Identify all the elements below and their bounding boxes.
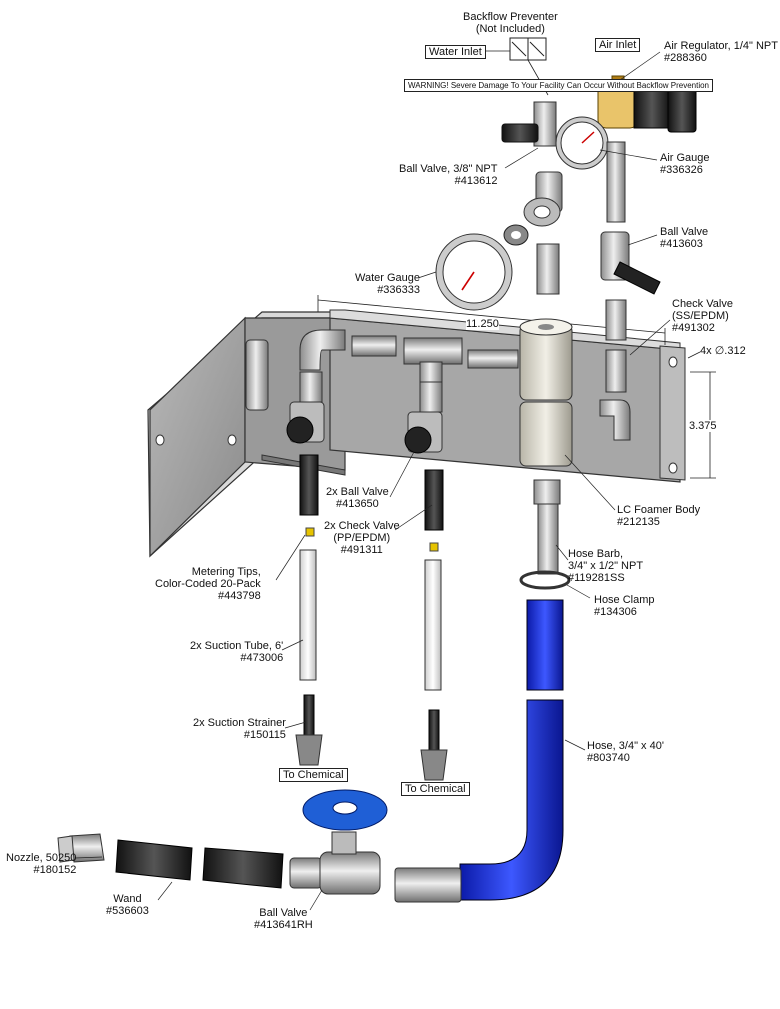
air-inlet-label: Air Inlet bbox=[595, 38, 641, 52]
height-dimension: 3.375 bbox=[689, 420, 717, 432]
hose-clamp-label: Hose Clamp #134306 bbox=[594, 594, 655, 618]
holes-count: 4x bbox=[700, 345, 712, 357]
lc-foamer-body bbox=[519, 318, 631, 467]
wand-label: Wand #536603 bbox=[106, 893, 149, 917]
air-regulator-label: Air Regulator, 1/4" NPT #288360 bbox=[664, 40, 778, 64]
manifold-pipes bbox=[299, 329, 519, 413]
callout-leader-lines bbox=[74, 51, 671, 911]
blue-hose bbox=[394, 599, 564, 903]
to-chemical-label-1: To Chemical bbox=[279, 768, 348, 782]
spray-wand-assembly bbox=[57, 789, 388, 895]
metering-tips-label: Metering Tips, Color-Coded 20-Pack #4437… bbox=[155, 566, 261, 602]
suction-tube-label: 2x Suction Tube, 6' #473006 bbox=[190, 640, 284, 664]
hose-barb-and-clamp bbox=[519, 479, 571, 590]
hose-label: Hose, 3/4" x 40' #803740 bbox=[587, 740, 664, 764]
air-regulator bbox=[597, 75, 697, 133]
check-valve-ss-label: Check Valve (SS/EPDM) #491302 bbox=[672, 298, 733, 334]
mounting-holes-note: 4x ∅.312 bbox=[700, 344, 746, 357]
nozzle-label: Nozzle, 50250 #180152 bbox=[6, 852, 77, 876]
water-inlet-fittings bbox=[501, 101, 563, 295]
hose-barb-label: Hose Barb, 3/4" x 1/2" NPT #119281SS bbox=[568, 548, 644, 584]
water-gauge bbox=[435, 233, 513, 311]
ball-valve-2x-label: 2x Ball Valve #413650 bbox=[326, 486, 389, 510]
backflow-warning-note: WARNING! Severe Damage To Your Facility … bbox=[404, 79, 714, 92]
suction-assemblies bbox=[295, 527, 448, 781]
lc-foamer-label: LC Foamer Body #212135 bbox=[617, 504, 701, 528]
backflow-preventer-label: Backflow Preventer (Not Included) bbox=[463, 11, 558, 35]
ball-valve-rh-label: Ball Valve #413641RH bbox=[254, 907, 313, 931]
to-chemical-label-2: To Chemical bbox=[401, 782, 470, 796]
check-valve-2x-label: 2x Check Valve (PP/EPDM) #491311 bbox=[324, 520, 400, 556]
ball-valve-38-label: Ball Valve, 3/8" NPT #413612 bbox=[399, 163, 498, 187]
water-gauge-label: Water Gauge #336333 bbox=[355, 272, 421, 296]
diameter-icon: ∅ bbox=[714, 345, 725, 357]
air-pipe-parts bbox=[600, 141, 661, 393]
water-inlet-label: Water Inlet bbox=[425, 45, 486, 59]
ball-valve-413603-label: Ball Valve #413603 bbox=[660, 226, 709, 250]
suction-strainer-label: 2x Suction Strainer #150115 bbox=[193, 717, 286, 741]
air-gauge-label: Air Gauge #336326 bbox=[660, 152, 710, 176]
width-dimension: 11.250 bbox=[466, 318, 499, 330]
ball-valves-2x bbox=[286, 401, 444, 531]
hole-diameter: .312 bbox=[724, 345, 746, 357]
air-gauge bbox=[555, 116, 609, 170]
